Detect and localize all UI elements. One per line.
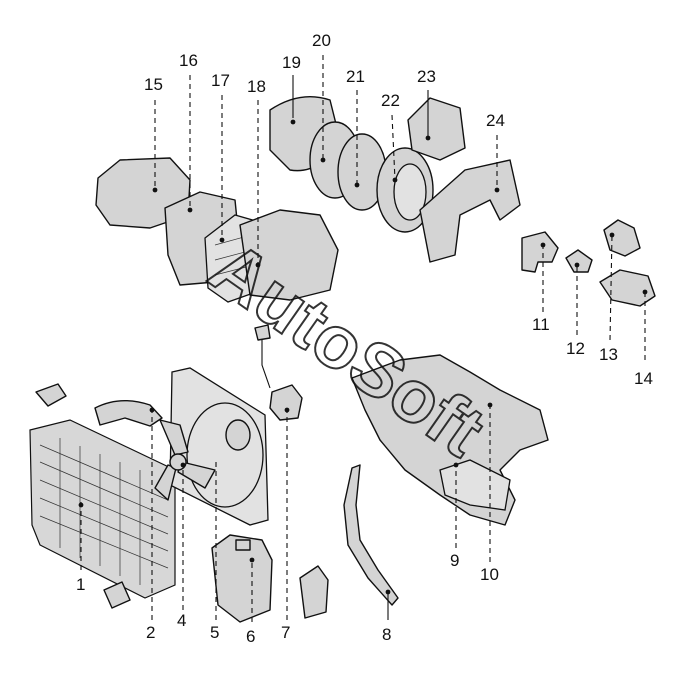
part-12-cap [565, 249, 593, 273]
callout-17: 17 [211, 71, 230, 90]
part-9-intake-manifold [351, 354, 549, 526]
tank-bracket [299, 565, 329, 619]
part-8-dipstick-tube [343, 464, 399, 606]
callout-20: 20 [312, 31, 331, 50]
callout-23: 23 [417, 67, 436, 86]
part-22-hose-clamp [376, 147, 434, 233]
radiator-bracket-bottom [103, 581, 131, 609]
part-11-elbow [521, 231, 559, 273]
part-14-mount [599, 269, 656, 307]
part-4-fan-blade [154, 419, 216, 501]
part-24-intake-duct [419, 159, 521, 263]
callout-19: 19 [282, 53, 301, 72]
callout-5: 5 [210, 623, 219, 642]
callout-labels: 1 2 3 4 5 6 7 8 9 10 11 12 13 14 15 16 1… [76, 31, 653, 646]
callout-8: 8 [382, 625, 391, 644]
callout-15: 15 [144, 75, 163, 94]
part-21-hose-clamp-ring [309, 121, 387, 211]
part-2-hose [94, 400, 163, 427]
callout-2: 2 [146, 623, 155, 642]
callout-14: 14 [634, 369, 653, 388]
leader-dots [78, 119, 648, 595]
part-13-mount [603, 219, 641, 257]
callout-11: 11 [532, 315, 550, 334]
part-23-bracket [407, 97, 466, 161]
part-18-filter-housing-upper [239, 209, 339, 301]
callout-1: 1 [76, 575, 85, 594]
callout-16: 16 [179, 51, 198, 70]
callout-9: 9 [450, 551, 459, 570]
fan-motor [225, 419, 251, 451]
callout-13: 13 [599, 345, 618, 364]
callout-7: 7 [281, 623, 290, 642]
callout-22: 22 [381, 91, 400, 110]
callout-21: 21 [346, 67, 365, 86]
callout-18: 18 [247, 77, 266, 96]
part-6-reservoir-tank [211, 534, 273, 623]
callout-6: 6 [246, 627, 255, 646]
leader-lines [80, 55, 646, 622]
part-7-fan-switch [254, 324, 303, 421]
callout-4: 4 [177, 611, 186, 630]
callout-24: 24 [486, 111, 505, 130]
callout-12: 12 [566, 339, 585, 358]
callout-10: 10 [480, 565, 499, 584]
radiator-bracket-top [35, 383, 67, 407]
part-1-radiator [29, 419, 176, 599]
